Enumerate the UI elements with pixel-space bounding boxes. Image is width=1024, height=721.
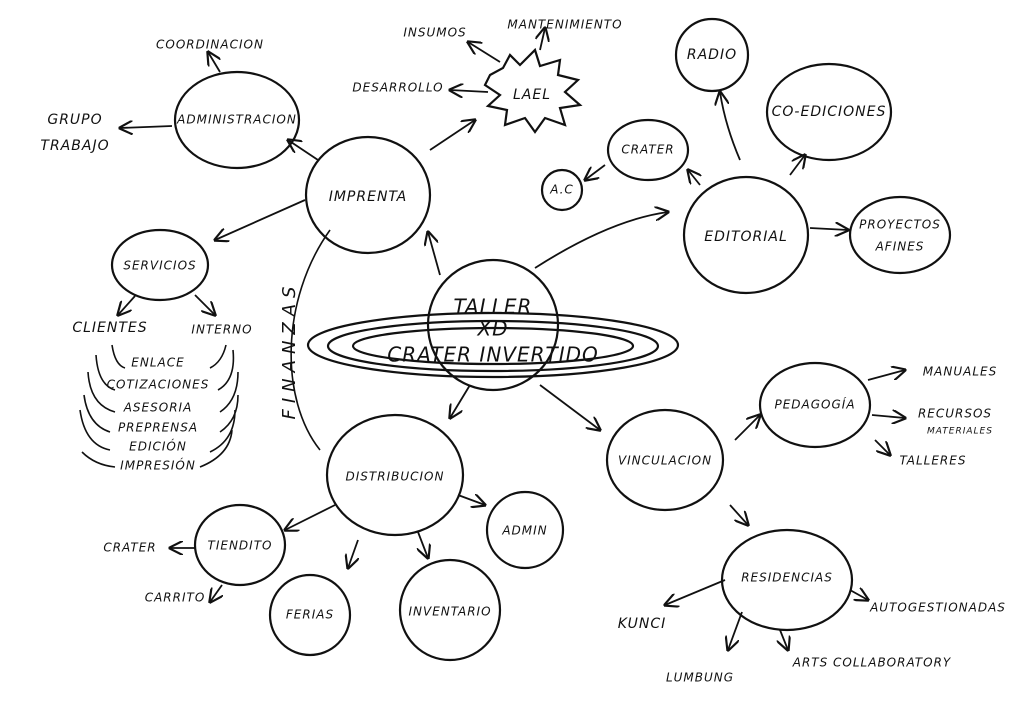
admin-node	[485, 490, 565, 570]
crater-label: CRATER	[621, 143, 674, 157]
mantenimiento-label: MANTENIMIENTO	[507, 18, 622, 32]
proyectos-label: PROYECTOS	[859, 218, 941, 232]
radio-label: RADIO	[687, 47, 737, 63]
center-name: CRATER INVERTIDO	[387, 343, 599, 367]
coordinacion-label: COORDINACION	[156, 38, 264, 52]
servicios-list: ENLACE COTIZACIONES ASESORIA PREPRENSA E…	[79, 344, 239, 473]
carrito-label: CARRITO	[145, 591, 206, 605]
tiendito-crater-label: CRATER	[103, 541, 156, 555]
imprenta-label: IMPRENTA	[329, 189, 408, 205]
co-ediciones-node	[765, 62, 893, 162]
imprenta-node	[304, 135, 432, 255]
afines-label: AFINES	[875, 240, 925, 254]
manuales-label: MANUALES	[923, 365, 997, 379]
administracion-label: ADMINISTRACION	[176, 113, 297, 127]
editorial-node	[682, 175, 810, 295]
inventario-node	[398, 558, 502, 662]
list-item: EDICIÓN	[129, 439, 187, 454]
ferias-node	[268, 573, 352, 657]
recursos-label: RECURSOS	[918, 407, 992, 421]
inventario-label: INVENTARIO	[408, 605, 491, 619]
lumbung-label: LUMBUNG	[666, 671, 734, 685]
lael-star	[483, 47, 583, 134]
editorial-label: EDITORIAL	[704, 229, 788, 245]
ferias-label: FERIAS	[286, 608, 334, 622]
radio-node	[674, 17, 750, 93]
finanzas-arc	[290, 229, 331, 451]
grupo-label: GRUPO	[47, 112, 102, 128]
vinculacion-label: VINCULACION	[618, 454, 712, 468]
pedagogia-node	[758, 361, 872, 449]
insumos-label: INSUMOS	[403, 26, 466, 40]
distribucion-label: DISTRIBUCION	[346, 470, 445, 484]
kunci-label: KUNCI	[618, 616, 667, 632]
co-ediciones-label: CO-EDICIONES	[772, 104, 887, 120]
clientes-label: CLIENTES	[72, 320, 147, 336]
list-item: COTIZACIONES	[107, 378, 210, 392]
list-item: PREPRENSA	[118, 421, 198, 435]
admin-label: ADMIN	[501, 524, 547, 538]
list-item: ASESORIA	[123, 401, 193, 415]
ac-node	[540, 168, 584, 212]
center-node: TALLER XD CRATER INVERTIDO	[306, 258, 680, 392]
lael-label: LAEL	[513, 87, 551, 103]
proyectos-afines-node	[848, 195, 952, 275]
desarrollo-label: DESARROLLO	[352, 81, 443, 95]
finanzas-label: FINANZAS	[279, 281, 300, 420]
residencias-label: RESIDENCIAS	[741, 571, 833, 585]
arts-collaboratory-label: ARTS COLLABORATORY	[792, 656, 952, 670]
ac-label: A.C	[549, 183, 574, 197]
tiendito-label: TIENDITO	[208, 539, 273, 553]
pedagogia-label: PEDAGOGÍA	[774, 397, 855, 412]
servicios-node	[110, 228, 210, 302]
list-item: ENLACE	[131, 356, 184, 370]
tiendito-node	[193, 503, 287, 587]
trabajo-label: TRABAJO	[40, 138, 109, 154]
center-title: TALLER	[454, 295, 533, 319]
residencias-node	[720, 528, 854, 632]
talleres-label: TALLERES	[900, 454, 967, 468]
interno-label: INTERNO	[191, 323, 252, 337]
materiales-label: MATERIALES	[927, 427, 993, 437]
center-subtitle: XD	[476, 317, 508, 341]
distribucion-node	[325, 413, 465, 537]
vinculacion-node	[605, 408, 725, 512]
administracion-node	[173, 70, 301, 170]
servicios-label: SERVICIOS	[123, 259, 196, 273]
autogestionadas-label: AUTOGESTIONADAS	[869, 601, 1006, 615]
crater-node	[606, 118, 690, 182]
list-item: IMPRESIÓN	[120, 458, 196, 473]
